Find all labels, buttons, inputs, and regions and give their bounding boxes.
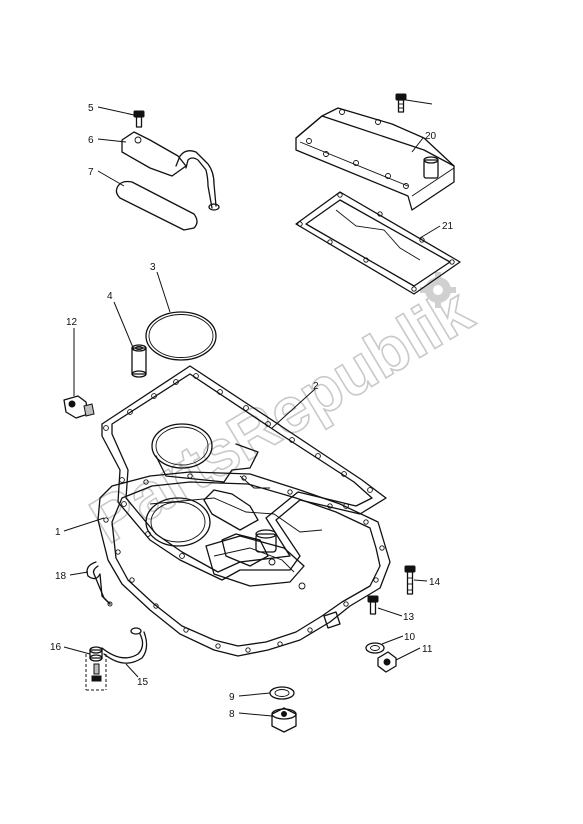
callout-13: 13 <box>403 612 415 623</box>
part-3-o-ring <box>145 311 217 361</box>
callout-5: 5 <box>88 103 94 114</box>
callout-3: 3 <box>150 262 156 273</box>
part-19-cover <box>295 107 455 211</box>
part-13-bolt <box>367 595 379 615</box>
callout-11: 11 <box>422 644 433 655</box>
part-6-pickup-pipe <box>121 131 220 211</box>
callout-20: 21 <box>442 221 454 232</box>
watermark-gear-icon <box>420 272 456 308</box>
part-18-clip <box>86 561 113 607</box>
callout-9: 9 <box>229 692 235 703</box>
part-15-oil-pipe <box>101 627 148 664</box>
callout-2: 2 <box>313 381 319 392</box>
callout-labels: 5 6 7 3 4 12 2 1 18 16 15 9 8 10 11 13 1… <box>50 103 454 720</box>
part-4-spacer <box>131 344 147 378</box>
part-1-sump <box>97 471 391 657</box>
part-21-bolt <box>395 93 407 113</box>
part-9-washer <box>269 686 295 700</box>
callout-8: 8 <box>229 709 235 720</box>
part-2-sump-gasket <box>101 365 387 581</box>
part-12-pressure-switch <box>63 395 95 419</box>
leader-lines <box>63 99 441 717</box>
part-14-bolt <box>404 565 416 595</box>
callout-14: 14 <box>429 577 441 588</box>
part-20-gasket <box>295 191 461 295</box>
part-10-washer <box>365 642 385 654</box>
callout-12: 12 <box>66 317 78 328</box>
callout-15: 15 <box>137 677 149 688</box>
callout-4: 4 <box>107 291 113 302</box>
callout-18: 18 <box>55 571 67 582</box>
callout-10: 10 <box>404 632 416 643</box>
part-11-drain-plug <box>377 651 397 673</box>
callout-16: 16 <box>50 642 62 653</box>
callout-6: 6 <box>88 135 94 146</box>
part-8-sump-plug <box>271 707 297 733</box>
callout-1: 1 <box>55 527 61 538</box>
callout-19: 20 <box>425 131 437 142</box>
part-5-bolt <box>133 110 145 128</box>
part-7-strainer <box>115 180 198 231</box>
callout-7: 7 <box>88 167 94 178</box>
